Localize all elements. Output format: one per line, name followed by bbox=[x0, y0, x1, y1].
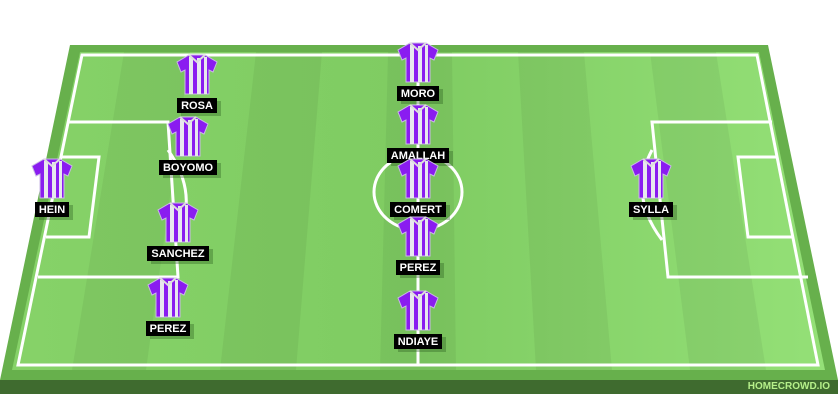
player-rosa: ROSA bbox=[157, 52, 237, 114]
shirt-icon bbox=[378, 102, 458, 146]
shirt-icon bbox=[378, 156, 458, 200]
player-name: AMALLAH bbox=[386, 148, 450, 163]
player-name: HEIN bbox=[34, 202, 70, 217]
player-perez: PEREZ bbox=[128, 275, 208, 337]
player-name: ROSA bbox=[177, 98, 217, 113]
shirt-icon bbox=[378, 40, 458, 84]
shirt-icon bbox=[378, 214, 458, 258]
pitch-base bbox=[0, 380, 838, 394]
shirt-icon bbox=[157, 52, 237, 96]
left-penalty-box bbox=[38, 120, 180, 279]
player-name: BOYOMO bbox=[158, 160, 218, 175]
player-name: PEREZ bbox=[145, 321, 191, 336]
player-sylla: SYLLA bbox=[611, 156, 691, 218]
player-perez: PEREZ bbox=[378, 214, 458, 276]
shirt-icon bbox=[611, 156, 691, 200]
player-name: NDIAYE bbox=[393, 334, 443, 349]
player-name: MORO bbox=[396, 86, 440, 101]
player-sanchez: SANCHEZ bbox=[138, 200, 218, 262]
shirt-icon bbox=[138, 200, 218, 244]
player-name: COMERT bbox=[390, 202, 446, 217]
left-goal-box bbox=[46, 155, 101, 239]
right-penalty-box bbox=[650, 120, 808, 279]
shirt-icon bbox=[12, 156, 92, 200]
shirt-icon bbox=[128, 275, 208, 319]
player-ndiaye: NDIAYE bbox=[378, 288, 458, 350]
shirt-icon bbox=[378, 288, 458, 332]
shirt-icon bbox=[148, 114, 228, 158]
player-hein: HEIN bbox=[12, 156, 92, 218]
touchline bbox=[16, 53, 820, 367]
player-boyomo: BOYOMO bbox=[148, 114, 228, 176]
player-comert: COMERT bbox=[378, 156, 458, 218]
grass-stripes bbox=[72, 52, 766, 370]
player-amallah: AMALLAH bbox=[378, 102, 458, 164]
player-name: SANCHEZ bbox=[147, 246, 209, 261]
player-moro: MORO bbox=[378, 40, 458, 102]
player-name: SYLLA bbox=[628, 202, 674, 217]
brand-watermark: HOMECROWD.IO bbox=[743, 380, 834, 394]
right-goal-box bbox=[736, 155, 792, 239]
player-name: PEREZ bbox=[395, 260, 441, 275]
